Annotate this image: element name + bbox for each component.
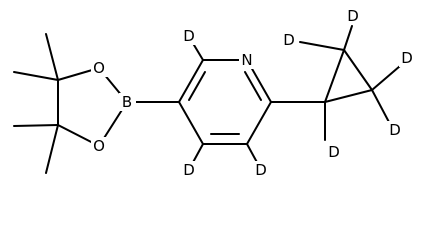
- label-bg-d-cp-right: [399, 49, 416, 67]
- bond-c2-c3: [246, 101, 272, 145]
- label-bg-b1: [119, 93, 136, 111]
- atom-label-layer: N B O O D D D D D D D D: [91, 7, 416, 179]
- label-bg-d-c6: [181, 27, 198, 45]
- atom-label-d-ring-bottom-left: D: [183, 161, 195, 179]
- bond-c7-me-top: [45, 33, 59, 81]
- bond-cp2-cp3: [343, 49, 373, 91]
- bond-cp3-cp1: [324, 89, 373, 103]
- atom-label-n: N: [241, 51, 252, 69]
- label-bg-d-cp-bottom-right: [387, 121, 404, 139]
- atom-label-d-cp-top: D: [347, 7, 359, 25]
- bond-cp3-d-bottom: [371, 89, 391, 125]
- label-bg-d-cp-attach: [326, 143, 343, 161]
- atom-label-d-ring-bottom-right: D: [255, 161, 267, 179]
- atom-label-o-bottom: O: [93, 137, 105, 155]
- bond-cp2-d-left: [299, 41, 345, 51]
- atom-label-d-cp-attach: D: [328, 143, 340, 161]
- bond-cp3-d-right: [371, 65, 401, 91]
- atom-label-d-cp-right: D: [401, 49, 413, 67]
- atom-label-o-top: O: [93, 59, 105, 77]
- bond-c4-c5: [178, 101, 204, 145]
- atom-label-d-cp-bottom-right: D: [389, 121, 401, 139]
- label-bg-n1: [239, 51, 256, 69]
- label-bg-d-c3: [253, 161, 270, 179]
- atom-label-d-cp-top-left: D: [283, 31, 295, 49]
- bond-cp1-cp2: [324, 49, 345, 103]
- bond-cp2-d-top: [343, 25, 353, 51]
- label-bg-o2: [91, 137, 108, 155]
- bond-c5-c6-inner: [188, 71, 206, 101]
- molecule-diagram: N B O O D D D D D D D D: [13, 7, 416, 179]
- atom-label-b: B: [122, 93, 132, 111]
- atom-label-d-ring-top: D: [183, 27, 195, 45]
- bond-c8-me-bottom: [45, 124, 59, 174]
- label-bg-d-c4: [181, 161, 198, 179]
- bond-c7-me-left: [13, 71, 59, 81]
- bond-n1-c2-inner: [244, 71, 262, 101]
- bond-c8-me-left: [13, 124, 59, 127]
- bond-c5-c6: [178, 59, 204, 103]
- label-bg-o1: [91, 59, 108, 77]
- label-bg-d-cp-top-left: [281, 31, 298, 49]
- label-bg-d-cp-top: [345, 7, 362, 25]
